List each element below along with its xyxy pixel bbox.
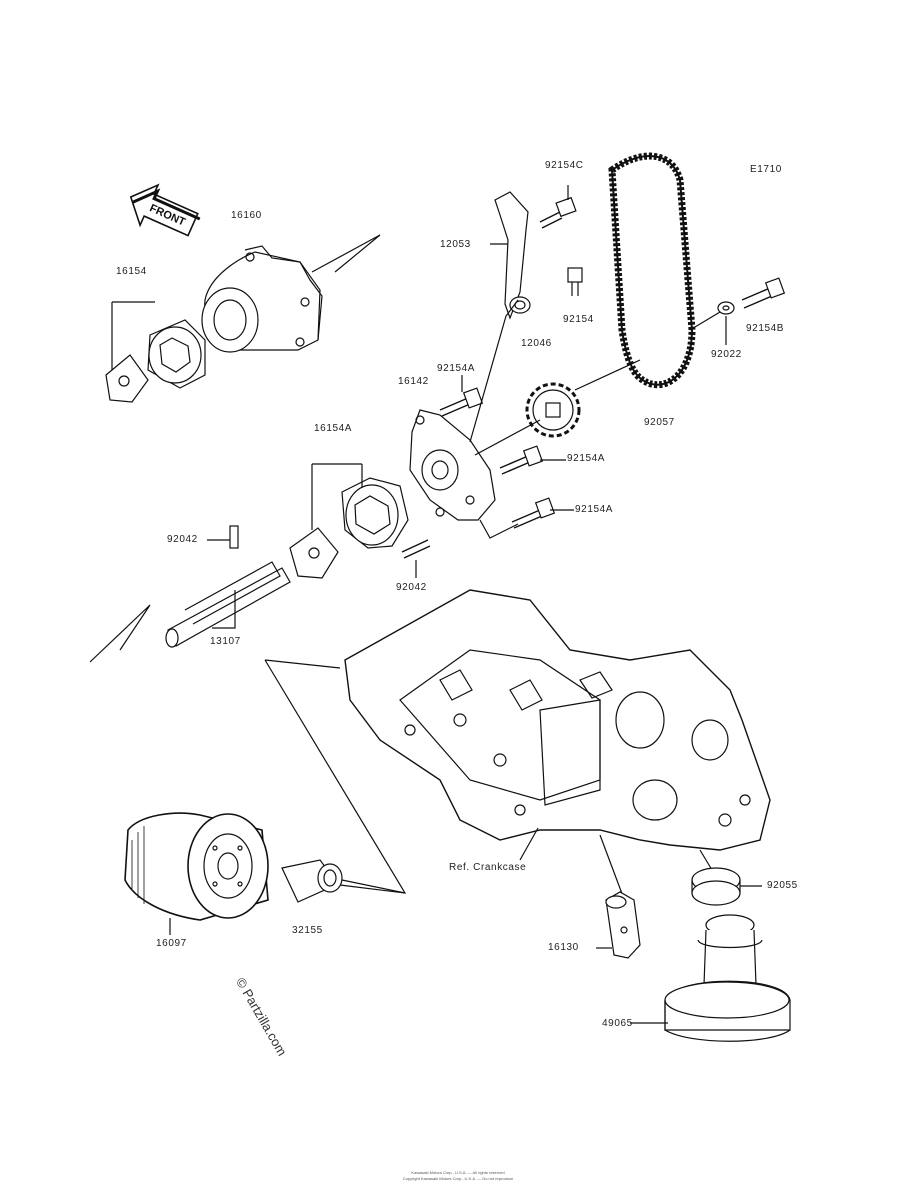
bolt-92154C [539,196,577,229]
chain-guide-12053 [494,191,531,320]
diagram-code: E1710 [750,164,782,175]
leader-cover-sprocket [474,419,541,456]
leader-16154A [311,463,363,530]
front-arrow: FRONT [129,183,201,237]
pump-cover-16142 [409,409,496,521]
leader-13107 [212,590,236,629]
label-92022[interactable]: 92022 [711,349,742,360]
label-92154B[interactable]: 92154B [746,323,785,334]
pipe-32155 [281,859,343,903]
label-92154A-2[interactable]: 92154A [567,453,606,464]
pin-92042-2 [401,539,431,559]
pin-92042-1 [229,525,239,549]
pump-housing-16160 [201,245,323,353]
label-49065[interactable]: 49065 [602,1018,633,1029]
bolt-92154A-1 [439,387,484,417]
sprocket [525,382,581,438]
leader-92022 [689,311,721,331]
bolt-92154A-3 [511,497,556,529]
label-92154[interactable]: 92154 [563,314,594,325]
label-16160[interactable]: 16160 [231,210,262,221]
shaft-13107 [165,561,291,648]
leader-arrow-left [89,604,151,663]
leader-12046 [469,299,519,443]
label-32155[interactable]: 32155 [292,925,323,936]
label-16154[interactable]: 16154 [116,266,147,277]
label-13107[interactable]: 13107 [210,636,241,647]
relief-valve-16130 [605,891,641,959]
label-12053[interactable]: 12053 [440,239,471,250]
washer-92022 [717,301,735,315]
label-16142[interactable]: 16142 [398,376,429,387]
leader-arrow-top [311,234,381,273]
bolt-92154A-2 [499,445,544,475]
strainer-49065 [664,914,791,1042]
rotor-16154 [105,319,206,403]
chain-92057 [608,152,696,389]
leader-cover-low [479,519,519,539]
label-92057[interactable]: 92057 [644,417,675,428]
label-92154A-1[interactable]: 92154A [437,363,476,374]
label-92154A-3[interactable]: 92154A [575,504,614,515]
bolt-92154B [741,277,786,309]
label-16130[interactable]: 16130 [548,942,579,953]
leader-92057 [574,359,641,391]
label-ref-crankcase: Ref. Crankcase [449,862,527,873]
crankcase [344,589,771,851]
oil-filter-16097 [124,812,269,921]
label-12046[interactable]: 12046 [521,338,552,349]
rotor-16154A [289,477,409,579]
footer-line-2: Copyright Kawasaki Motors Corp., U.S.A. … [402,1176,514,1181]
label-92042-1[interactable]: 92042 [167,534,198,545]
label-92154C[interactable]: 92154C [545,160,584,171]
oring-92055 [691,867,741,906]
leader-16154 [111,301,155,370]
label-92055[interactable]: 92055 [767,880,798,891]
leader-ref-crankcase [519,827,539,861]
label-92042-2[interactable]: 92042 [396,582,427,593]
leader-32155 [341,879,406,894]
label-16097[interactable]: 16097 [156,938,187,949]
label-16154A[interactable]: 16154A [314,423,353,434]
bolt-92154 [567,267,583,296]
footer-line-1: Kawasaki Motors Corp., U.S.A. — All righ… [411,1170,505,1175]
